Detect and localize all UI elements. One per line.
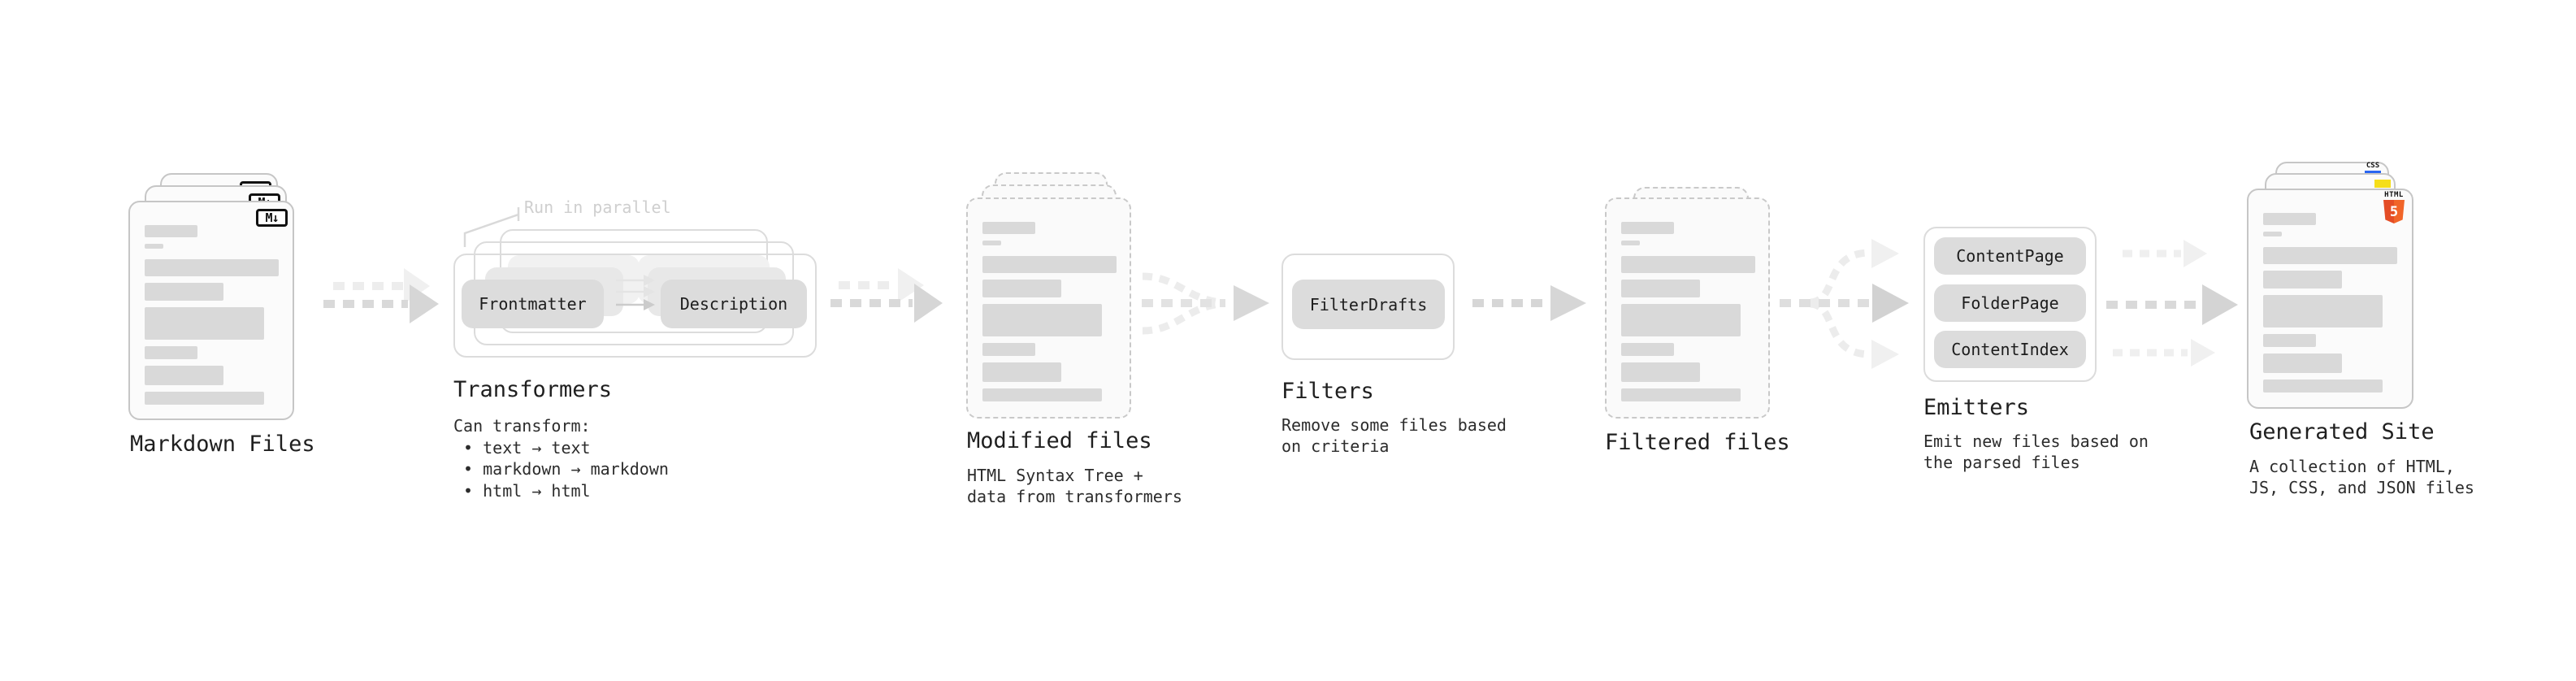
generated-page-front: [2247, 189, 2413, 409]
filtered-page-front: [1605, 197, 1770, 419]
text-placeholder-bar: [145, 283, 223, 301]
stage-title-markdown-files: Markdown Files: [130, 432, 315, 457]
stage-title-filters: Filters: [1281, 379, 1374, 404]
arrow-modified-to-filters-converging: [1142, 272, 1269, 335]
text-placeholder-bar: [145, 225, 197, 237]
description-transformer-button: Description: [661, 280, 807, 328]
text-placeholder-bar: [1621, 304, 1741, 336]
text-placeholder-bar: [1621, 280, 1700, 297]
text-placeholder-bar: [1621, 241, 1640, 245]
text-placeholder-bar: [145, 346, 197, 359]
text-placeholder-bar: [982, 388, 1102, 401]
modified-page-front: [966, 197, 1131, 419]
text-placeholder-bar: [2263, 232, 2282, 236]
text-placeholder-bar: [2263, 295, 2383, 327]
contentindex-emitter-button: ContentIndex: [1934, 331, 2086, 368]
text-placeholder-bar: [145, 307, 264, 340]
text-placeholder-bar: [982, 222, 1035, 234]
arrow-transformers-to-modified: [830, 268, 943, 323]
text-placeholder-bar: [982, 343, 1035, 356]
text-placeholder-bar: [2263, 380, 2383, 393]
text-placeholder-bar: [145, 244, 163, 249]
arrow-filtered-to-emitters-diverging: [1780, 239, 1909, 369]
arrow-markdown-to-transformers: [323, 268, 439, 323]
text-placeholder-bar: [145, 392, 264, 405]
transformer-lane-front: [453, 254, 817, 358]
text-placeholder-bar: [145, 366, 223, 385]
text-placeholder-bar: [982, 362, 1061, 382]
text-placeholder-bar: [2263, 354, 2342, 373]
arrow-emitters-to-generated: [2106, 240, 2238, 367]
filterdrafts-button: FilterDrafts: [1292, 280, 1445, 329]
stage-title-filtered-files: Filtered files: [1605, 430, 1790, 455]
filters-description: Remove some files based on criteria: [1281, 415, 1507, 456]
stage-title-modified-files: Modified files: [967, 428, 1152, 453]
contentpage-emitter-button: ContentPage: [1934, 237, 2086, 275]
text-placeholder-bar: [1621, 343, 1674, 356]
markdown-icon: M↓: [256, 209, 288, 227]
stage-title-emitters: Emitters: [1923, 395, 2030, 420]
stage-title-generated-site: Generated Site: [2249, 419, 2435, 445]
frontmatter-transformer-button: Frontmatter: [462, 280, 604, 328]
modified-files-description: HTML Syntax Tree + data from transformer…: [967, 466, 1182, 506]
text-placeholder-bar: [982, 280, 1061, 297]
transformers-description: Can transform: • text → text • markdown …: [453, 416, 669, 501]
run-in-parallel-note: Run in parallel: [524, 197, 671, 217]
text-placeholder-bar: [2263, 271, 2342, 288]
text-placeholder-bar: [145, 259, 279, 276]
css-icon: CSS: [2361, 163, 2385, 174]
text-placeholder-bar: [1621, 256, 1755, 273]
emitters-description: Emit new files based on the parsed files: [1923, 432, 2149, 472]
text-placeholder-bar: [2263, 247, 2397, 264]
stage-title-transformers: Transformers: [453, 377, 613, 402]
text-placeholder-bar: [982, 304, 1102, 336]
text-placeholder-bar: [2263, 213, 2316, 225]
generated-site-description: A collection of HTML, JS, CSS, and JSON …: [2249, 457, 2474, 497]
filters-panel: [1281, 254, 1455, 360]
text-placeholder-bar: [1621, 362, 1700, 382]
emitters-panel: [1923, 227, 2097, 382]
arrow-filters-to-filtered: [1472, 285, 1586, 321]
text-placeholder-bar: [982, 241, 1001, 245]
text-placeholder-bar: [982, 256, 1117, 273]
html5-icon: HTML 5: [2382, 191, 2406, 223]
text-placeholder-bar: [1621, 222, 1674, 234]
folderpage-emitter-button: FolderPage: [1934, 284, 2086, 322]
text-placeholder-bar: [1621, 388, 1741, 401]
markdown-page-front: M↓: [128, 201, 294, 420]
text-placeholder-bar: [2263, 334, 2316, 347]
javascript-icon: [2374, 180, 2391, 188]
